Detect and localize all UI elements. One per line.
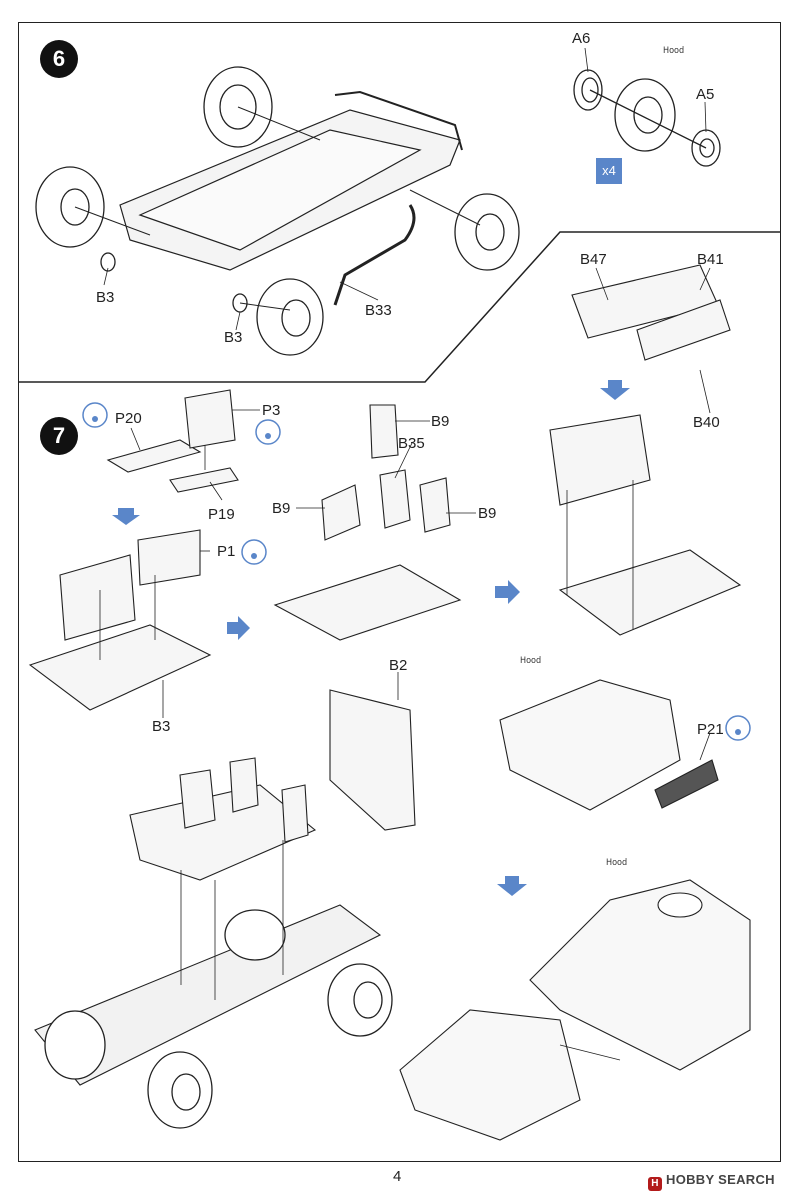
watermark-logo-icon: H bbox=[648, 1177, 662, 1191]
part-label-p19: P19 bbox=[208, 506, 235, 523]
part-label-b3: B3 bbox=[152, 718, 171, 735]
watermark-text: HOBBY SEARCH bbox=[666, 1172, 775, 1187]
part-label-b33: B33 bbox=[365, 302, 392, 319]
wheel-exploded-drawing bbox=[573, 69, 721, 167]
label-hood: Hood bbox=[663, 46, 685, 56]
step-number-6: 6 bbox=[40, 40, 78, 78]
wheel-drawings-step6 bbox=[35, 66, 520, 356]
label-hood-2: Hood bbox=[606, 858, 628, 868]
part-label-b3-left: B3 bbox=[96, 289, 115, 306]
watermark: H HOBBY SEARCH bbox=[648, 1172, 775, 1191]
part-label-p21: P21 bbox=[697, 721, 724, 738]
part-label-b9-right: B9 bbox=[478, 505, 497, 522]
part-label-b35: B35 bbox=[398, 435, 425, 452]
chassis-drawing-step6 bbox=[119, 90, 463, 306]
part-label-a5: A5 bbox=[696, 86, 715, 103]
quantity-badge: x4 bbox=[596, 158, 622, 184]
part-label-b41: B41 bbox=[697, 251, 724, 268]
instruction-frame bbox=[18, 22, 781, 1162]
part-label-b9-left: B9 bbox=[272, 500, 291, 517]
page-number: 4 bbox=[393, 1168, 402, 1185]
label-hood-1: Hood bbox=[520, 656, 542, 666]
wheel-drawings-step7 bbox=[44, 909, 393, 1129]
arrow-icons bbox=[112, 380, 630, 896]
part-label-p20: P20 bbox=[115, 410, 142, 427]
part-label-p1: P1 bbox=[217, 543, 236, 560]
glue-icons bbox=[82, 402, 751, 741]
part-label-b47: B47 bbox=[580, 251, 607, 268]
part-label-p3: P3 bbox=[262, 402, 281, 419]
part-label-b40: B40 bbox=[693, 414, 720, 431]
part-label-b9-top: B9 bbox=[431, 413, 450, 430]
step-number-7: 7 bbox=[40, 417, 78, 455]
part-label-a6: A6 bbox=[572, 30, 591, 47]
part-label-b2: B2 bbox=[389, 657, 408, 674]
part-label-b3-bottom: B3 bbox=[224, 329, 243, 346]
